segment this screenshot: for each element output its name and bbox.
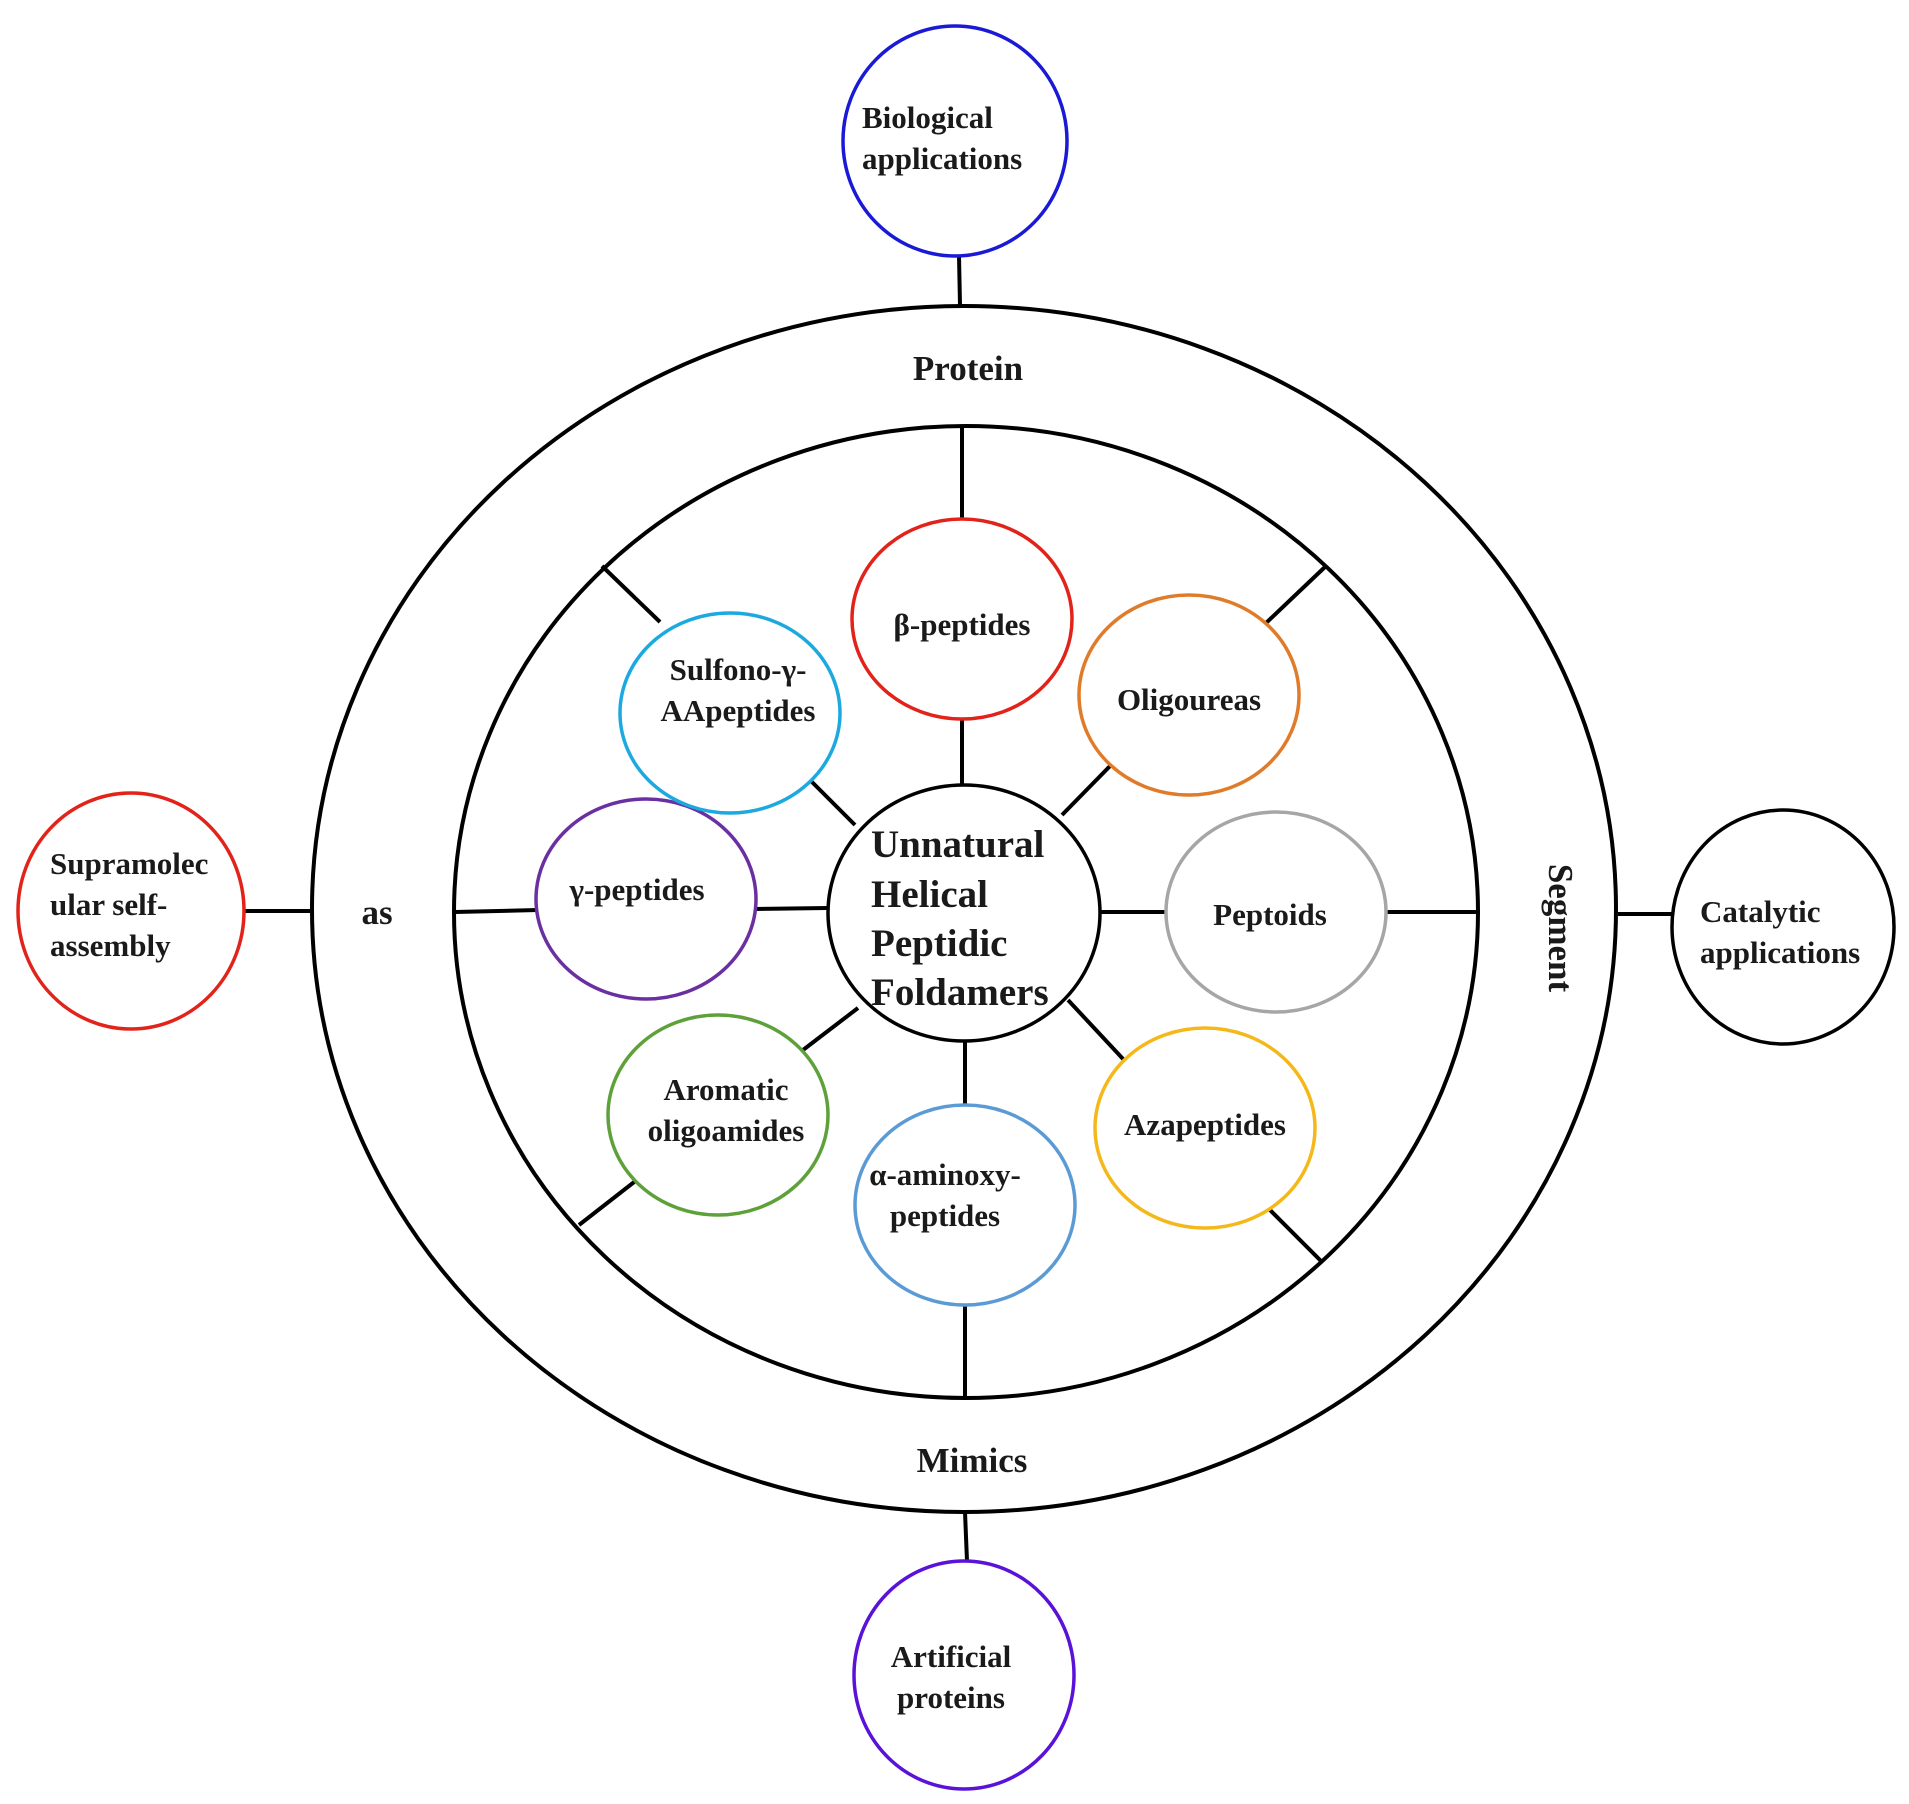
node-label-supramolecular-self-assembly-1: Supramolec	[50, 846, 208, 881]
node-label-aromatic-oligoamides-2: oligoamides	[648, 1113, 805, 1148]
node-supramolecular-self-assembly: Supramolec ular self-assembly	[16, 791, 246, 1031]
node-circle-azapeptides	[1093, 1026, 1317, 1230]
inner-ring	[452, 424, 1480, 1400]
node-label-catalytic-applications-2: applications	[1700, 935, 1860, 970]
connector-top-outer	[957, 255, 962, 306]
spoke-oligo-outer	[1263, 564, 1328, 626]
node-label-alpha-aminoxy-peptides-2: peptides	[890, 1198, 1000, 1233]
node-label-sulfono-gamma-aapeptides-2: AApeptides	[660, 693, 815, 728]
spoke-gamma-inner	[753, 906, 829, 911]
outer-ring	[310, 304, 1618, 1514]
node-circle-artificial-proteins	[852, 1559, 1076, 1791]
center-line-4: Foldamers	[871, 971, 1049, 1014]
node-artificial-proteins: Artificial proteins	[852, 1559, 1076, 1791]
node-label-artificial-proteins-2: proteins	[897, 1680, 1005, 1715]
spoke-aza-outer	[1263, 1203, 1324, 1264]
ring-words: Protein Mimics as Segment	[361, 349, 1580, 1480]
node-circle-oligoureas	[1077, 593, 1301, 797]
node-catalytic-applications: Catalytic applications	[1670, 808, 1896, 1046]
node-circle-alpha-aminoxy-peptides	[853, 1103, 1077, 1307]
connector-bottom-outer	[963, 1511, 969, 1562]
node-circle-gamma-peptides	[534, 797, 758, 1001]
node-azapeptides: Azapeptides	[1093, 1026, 1317, 1230]
node-circle-sulfono-gamma-aapeptides	[618, 611, 842, 815]
center-node: Unnatural Helical Peptidic Foldamers	[826, 783, 1102, 1043]
node-circle-catalytic-applications	[1670, 808, 1896, 1046]
node-circle-beta-peptides	[850, 517, 1074, 721]
node-peptoids: Peptoids	[1164, 810, 1388, 1014]
node-circle-peptoids	[1164, 810, 1388, 1014]
node-sulfono-gamma-aapeptides: Sulfono-γ- AApeptides	[618, 611, 842, 815]
node-label-alpha-aminoxy-peptides-1: α-aminoxy-	[869, 1157, 1021, 1192]
spoke-aromatic-inner	[801, 1006, 860, 1052]
node-aromatic-oligoamides: Aromatic oligoamides	[606, 1013, 830, 1217]
ring-word-right: Segment	[1541, 864, 1580, 993]
spoke-aza-inner	[1066, 998, 1126, 1062]
ring-word-left: as	[361, 893, 392, 932]
node-gamma-peptides: γ-peptides	[534, 797, 758, 1001]
node-label-supramolecular-self-assembly-2: ular self-	[50, 887, 167, 922]
node-circle-supramolecular-self-assembly	[16, 791, 246, 1031]
spoke-oligo-inner	[1060, 760, 1116, 817]
node-label-aromatic-oligoamides-1: Aromatic	[663, 1072, 788, 1107]
node-circle-biological-applications	[841, 24, 1069, 258]
node-label-beta-peptides-1: β-peptides	[894, 607, 1031, 642]
connectors	[244, 255, 1675, 1562]
node-label-supramolecular-self-assembly-3: assembly	[50, 928, 171, 963]
rings	[310, 304, 1618, 1514]
spoke-sulfono-outer	[600, 564, 662, 624]
node-label-artificial-proteins-1: Artificial	[891, 1639, 1012, 1674]
node-label-sulfono-gamma-aapeptides-1: Sulfono-γ-	[670, 652, 807, 687]
node-label-gamma-peptides-1: γ-peptides	[568, 872, 704, 907]
node-oligoureas: Oligoureas	[1077, 593, 1301, 797]
node-label-oligoureas-1: Oligoureas	[1117, 682, 1261, 717]
center-circle	[826, 783, 1102, 1043]
node-label-biological-applications-2: applications	[862, 141, 1022, 176]
node-biological-applications: Biological applications	[841, 24, 1069, 258]
node-label-azapeptides-1: Azapeptides	[1124, 1107, 1286, 1142]
node-alpha-aminoxy-peptides: α-aminoxy-peptides	[853, 1103, 1077, 1307]
ring-word-bottom: Mimics	[917, 1441, 1028, 1480]
node-label-catalytic-applications-1: Catalytic	[1700, 894, 1821, 929]
node-circle-aromatic-oligoamides	[606, 1013, 830, 1217]
center-line-3: Peptidic	[871, 922, 1007, 965]
spoke-gamma-outer	[454, 908, 539, 914]
node-label-peptoids-1: Peptoids	[1213, 897, 1327, 932]
center-line-1: Unnatural	[871, 823, 1045, 866]
node-beta-peptides: β-peptides	[850, 517, 1074, 721]
ring-word-top: Protein	[913, 349, 1023, 388]
spoke-aromatic-outer	[577, 1177, 640, 1227]
center-line-2: Helical	[871, 873, 988, 916]
node-label-biological-applications-1: Biological	[862, 100, 993, 135]
